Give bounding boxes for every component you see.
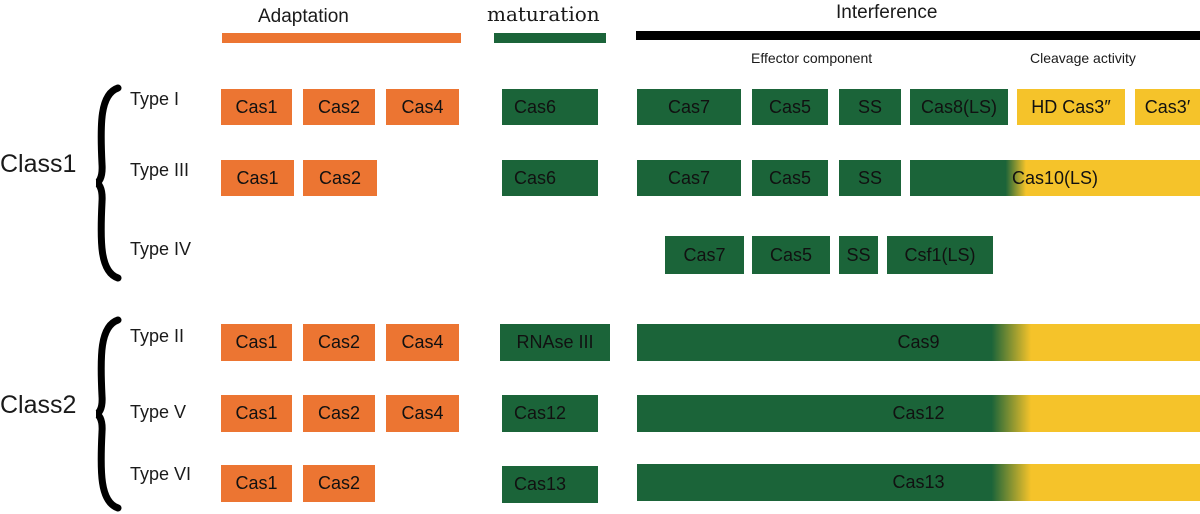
header-maturation: maturation <box>487 2 600 26</box>
type-iii-adaptation-cas1: Cas1 <box>221 160 294 196</box>
type-iii-effector-ss: SS <box>839 160 901 196</box>
type-ii-adaptation-cas2: Cas2 <box>303 324 375 361</box>
type-i-adaptation-cas4: Cas4 <box>386 89 459 125</box>
header-effector-component: Effector component <box>751 50 873 66</box>
type-v-maturation-cas12: Cas12 <box>502 395 598 432</box>
type-i-effector-cas8: Cas8(LS) <box>910 89 1008 125</box>
type-i-effector-ss: SS <box>839 89 901 125</box>
class1-brace <box>95 84 122 282</box>
type-i-adaptation-cas1: Cas1 <box>221 89 292 125</box>
type-vi-adaptation-cas2: Cas2 <box>303 465 375 502</box>
type-v-label: Type V <box>130 402 187 422</box>
header-interference: Interference <box>836 2 938 23</box>
type-vi-maturation-cas13: Cas13 <box>502 466 598 503</box>
type-vi-cas13-fused-bar: Cas13 <box>637 464 1200 501</box>
type-ii-label: Type II <box>130 326 185 346</box>
type-iv-effector-cas7: Cas7 <box>665 236 744 274</box>
type-i-cleavage-cas3: Cas3′ <box>1135 89 1200 125</box>
type-vi-adaptation-cas1: Cas1 <box>221 465 292 502</box>
type-ii-adaptation-cas4: Cas4 <box>386 324 459 361</box>
type-i-cleavage-hd-cas3: HD Cas3″ <box>1017 89 1125 125</box>
type-v-adaptation-cas4: Cas4 <box>386 395 459 432</box>
type-v-adaptation-cas1: Cas1 <box>221 395 292 432</box>
type-i-maturation-cas6: Cas6 <box>502 89 598 125</box>
type-iii-cas10-fused-bar: Cas10(LS) <box>910 160 1200 196</box>
type-i-label: Type I <box>130 89 180 109</box>
class2-label: Class2 <box>0 391 77 419</box>
adaptation-bar <box>222 33 461 43</box>
type-ii-cas9-fused-bar: Cas9 <box>637 324 1200 361</box>
header-adaptation: Adaptation <box>258 6 349 27</box>
type-i-effector-cas7: Cas7 <box>637 89 741 125</box>
type-i-adaptation-cas2: Cas2 <box>303 89 375 125</box>
maturation-bar <box>494 33 606 43</box>
type-iii-maturation-cas6: Cas6 <box>502 160 598 196</box>
type-iv-effector-cas5: Cas5 <box>752 236 830 274</box>
type-ii-maturation-rnase-iii: RNAse III <box>500 324 610 361</box>
type-iii-effector-cas7: Cas7 <box>637 160 741 196</box>
interference-bar <box>636 31 1200 40</box>
type-iii-label: Type III <box>130 160 190 180</box>
type-v-cas12-fused-bar: Cas12 <box>637 395 1200 432</box>
type-v-adaptation-cas2: Cas2 <box>303 395 375 432</box>
type-iv-effector-csf1: Csf1(LS) <box>887 236 993 274</box>
type-ii-adaptation-cas1: Cas1 <box>221 324 292 361</box>
class2-brace <box>95 316 122 512</box>
type-i-effector-cas5: Cas5 <box>752 89 828 125</box>
type-iv-effector-ss: SS <box>839 236 878 274</box>
type-iii-adaptation-cas2: Cas2 <box>303 160 377 196</box>
type-vi-label: Type VI <box>130 464 192 484</box>
header-cleavage-activity: Cleavage activity <box>1030 50 1136 66</box>
type-iv-label: Type IV <box>130 239 192 259</box>
type-iii-effector-cas5: Cas5 <box>752 160 828 196</box>
class1-label: Class1 <box>0 150 77 178</box>
